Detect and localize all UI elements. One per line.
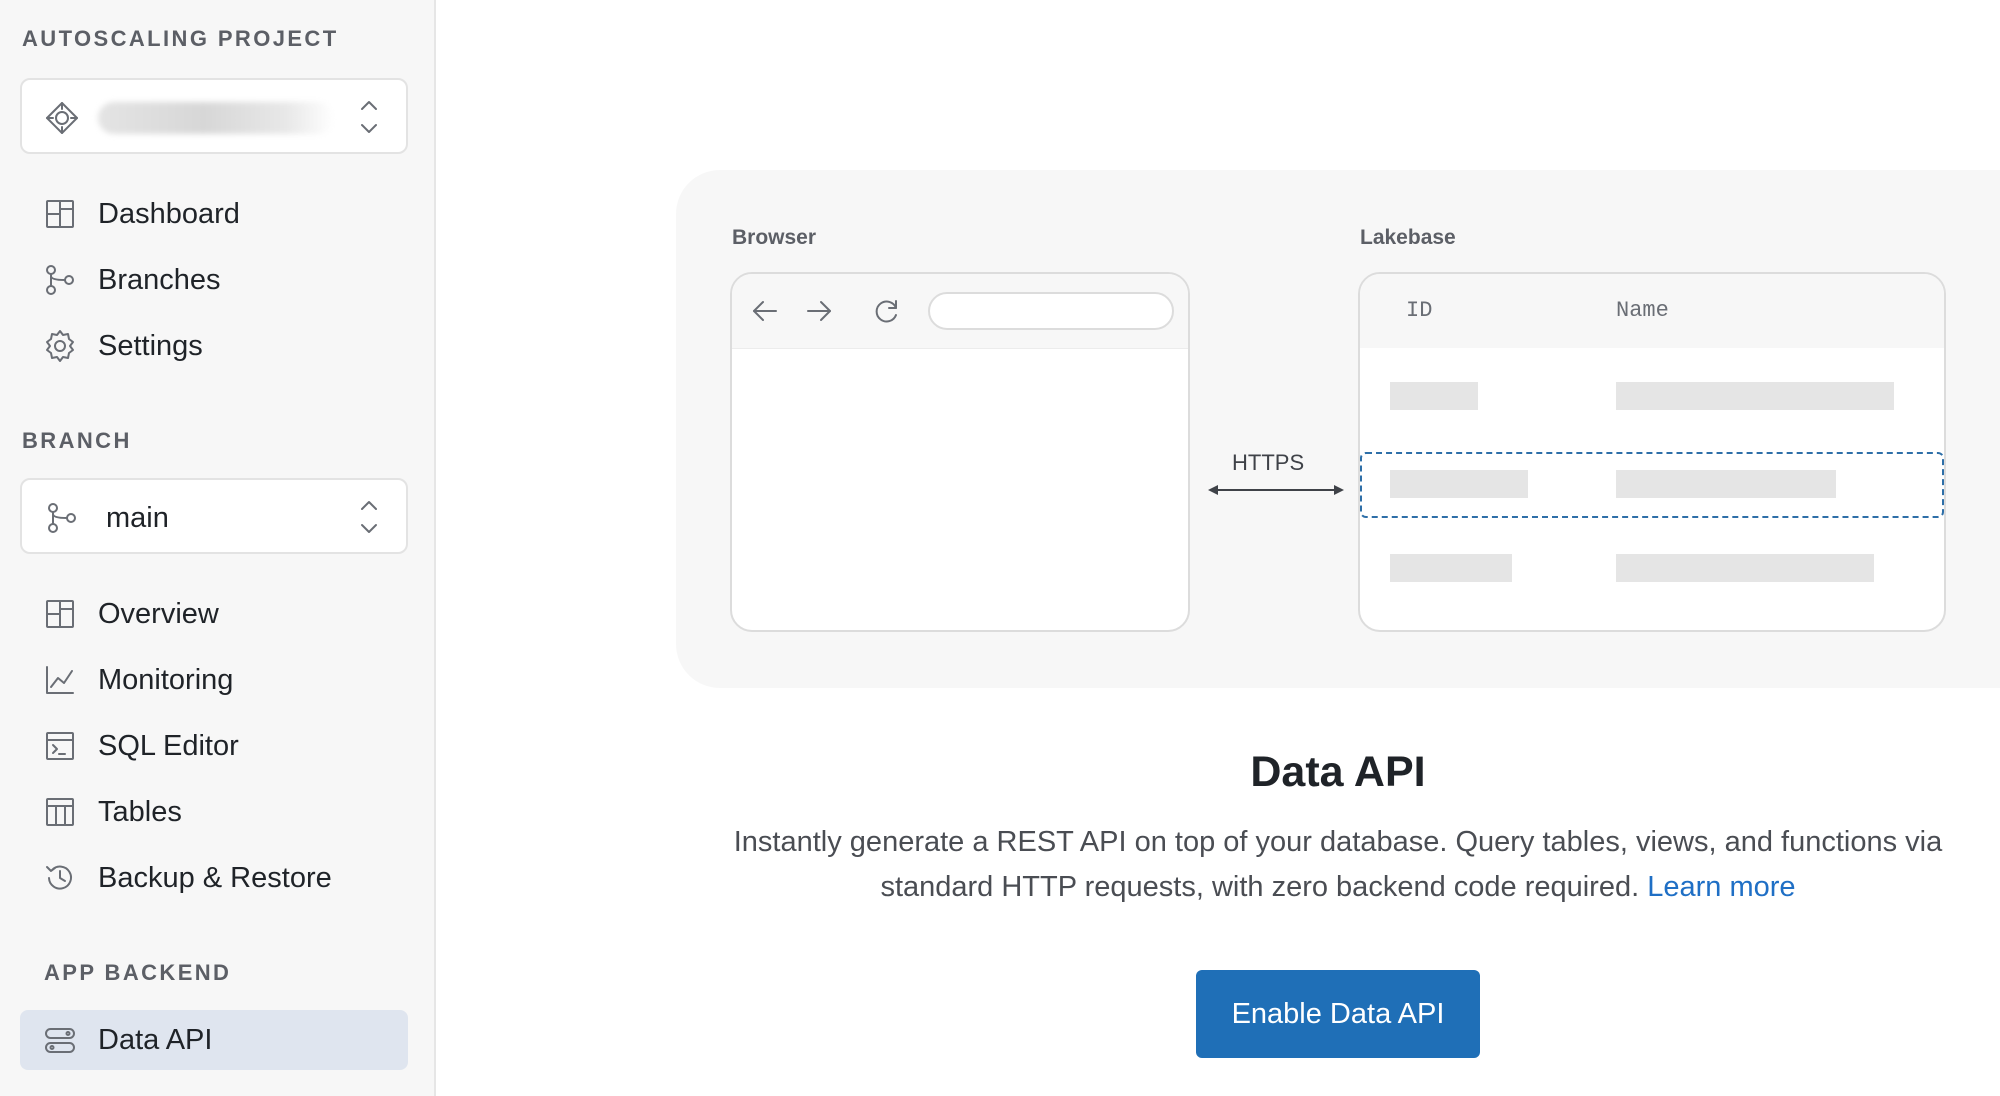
enable-data-api-button[interactable]: Enable Data API bbox=[1196, 970, 1480, 1058]
browser-toolbar bbox=[732, 274, 1188, 349]
placeholder-cell bbox=[1390, 554, 1512, 582]
project-section-label: AUTOSCALING PROJECT bbox=[22, 26, 339, 51]
branch-selector-value: main bbox=[106, 502, 169, 534]
sidebar-item-label: Backup & Restore bbox=[98, 861, 332, 894]
project-icon bbox=[46, 102, 78, 134]
dashboard-icon bbox=[46, 200, 74, 228]
placeholder-cell bbox=[1390, 382, 1478, 410]
browser-mockup bbox=[730, 272, 1190, 632]
sidebar-item-settings[interactable]: Settings bbox=[20, 316, 408, 376]
history-icon bbox=[46, 865, 72, 890]
sidebar-item-label: Data API bbox=[98, 1023, 213, 1056]
chart-line-icon bbox=[46, 666, 74, 694]
gear-icon bbox=[46, 330, 74, 362]
project-selector[interactable] bbox=[20, 78, 408, 154]
branch-selector[interactable]: main bbox=[20, 478, 408, 554]
branch-icon bbox=[48, 503, 76, 533]
lakebase-label: Lakebase bbox=[1360, 226, 1456, 249]
data-api-icon bbox=[45, 1028, 75, 1053]
database-mockup: ID Name bbox=[1358, 272, 1946, 632]
branch-section-label: BRANCH bbox=[22, 428, 132, 453]
terminal-icon bbox=[46, 732, 74, 760]
project-name-redacted bbox=[98, 102, 334, 134]
https-connector: HTTPS bbox=[1206, 450, 1346, 510]
sidebar: AUTOSCALING PROJECT Dashboard Branches S bbox=[0, 0, 436, 1096]
sidebar-item-sql-editor[interactable]: SQL Editor bbox=[20, 716, 408, 776]
highlighted-row bbox=[1360, 452, 1944, 518]
double-arrow-icon bbox=[1208, 485, 1344, 495]
sidebar-item-label: Monitoring bbox=[98, 663, 234, 696]
browser-label: Browser bbox=[732, 226, 817, 249]
sidebar-item-label: Overview bbox=[98, 597, 219, 630]
sidebar-item-tables[interactable]: Tables bbox=[20, 782, 408, 842]
column-header-name: Name bbox=[1616, 298, 1669, 323]
url-bar bbox=[928, 292, 1174, 330]
placeholder-cell bbox=[1390, 470, 1528, 498]
reload-icon bbox=[875, 300, 897, 323]
back-arrow-icon bbox=[753, 301, 777, 321]
page-title: Data API bbox=[1250, 748, 1426, 796]
table-icon bbox=[46, 798, 74, 826]
sidebar-item-label: Branches bbox=[98, 263, 221, 296]
sidebar-item-branches[interactable]: Branches bbox=[20, 250, 408, 310]
page-description: Instantly generate a REST API on top of … bbox=[700, 820, 1976, 910]
chevron-up-down-icon bbox=[361, 501, 377, 533]
https-label: HTTPS bbox=[1232, 450, 1305, 475]
sidebar-item-dashboard[interactable]: Dashboard bbox=[20, 184, 408, 244]
app-backend-section-label: APP BACKEND bbox=[44, 960, 232, 985]
table-header: ID Name bbox=[1360, 274, 1944, 348]
learn-more-link[interactable]: Learn more bbox=[1647, 871, 1796, 903]
description-text: Instantly generate a REST API on top of … bbox=[733, 826, 1943, 903]
sidebar-item-overview[interactable]: Overview bbox=[20, 584, 408, 644]
placeholder-cell bbox=[1616, 554, 1874, 582]
data-api-illustration: Browser Lakebase HTTPS bbox=[676, 170, 2000, 688]
sidebar-item-label: Tables bbox=[98, 795, 182, 828]
chevron-up-down-icon bbox=[361, 101, 377, 133]
sidebar-item-data-api[interactable]: Data API bbox=[20, 1010, 408, 1070]
sidebar-item-label: Settings bbox=[98, 329, 203, 362]
sidebar-item-label: Dashboard bbox=[98, 197, 240, 230]
overview-icon bbox=[46, 600, 74, 628]
placeholder-cell bbox=[1616, 382, 1894, 410]
sidebar-item-backup-restore[interactable]: Backup & Restore bbox=[20, 848, 408, 908]
column-header-id: ID bbox=[1406, 298, 1433, 323]
forward-arrow-icon bbox=[807, 301, 831, 321]
branch-icon bbox=[46, 265, 74, 295]
sidebar-item-monitoring[interactable]: Monitoring bbox=[20, 650, 408, 710]
placeholder-cell bbox=[1616, 470, 1836, 498]
sidebar-item-label: SQL Editor bbox=[98, 729, 239, 762]
